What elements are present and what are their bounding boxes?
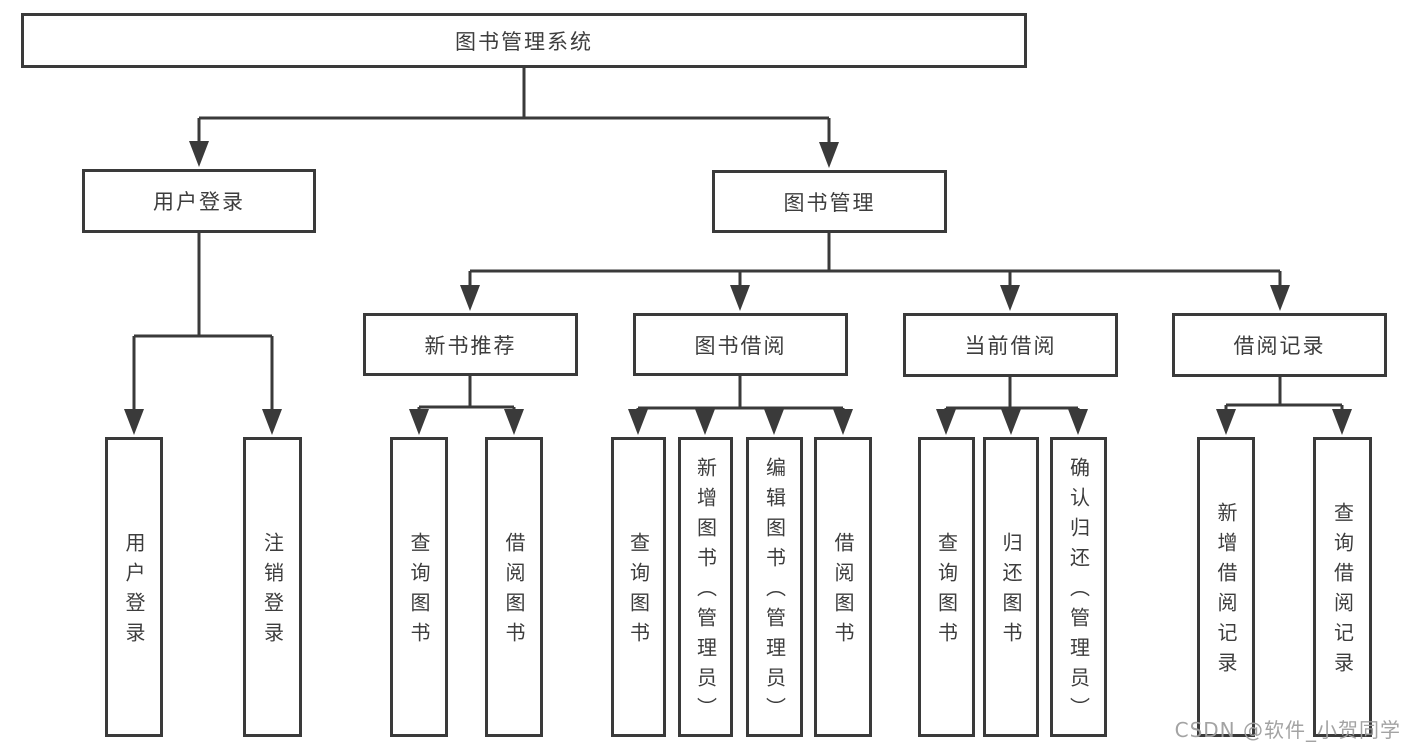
node-leaf-return-books-label: 归还图书	[999, 532, 1023, 652]
node-leaf-borrow-books-2-label: 借阅图书	[831, 532, 855, 652]
node-leaf-add-books-admin: 新增图书（管理员）	[678, 437, 733, 737]
node-leaf-user-login-label: 用户登录	[122, 532, 146, 652]
node-book-borrow: 图书借阅	[633, 313, 848, 376]
node-leaf-query-books-1-label: 查询图书	[407, 532, 431, 652]
node-new-book-recommend: 新书推荐	[363, 313, 578, 376]
node-leaf-query-books-2: 查询图书	[611, 437, 666, 737]
node-leaf-query-books-2-label: 查询图书	[626, 532, 651, 652]
node-leaf-edit-books-admin: 编辑图书（管理员）	[746, 437, 803, 737]
node-leaf-borrow-books-1: 借阅图书	[485, 437, 543, 737]
node-leaf-logout-label: 注销登录	[260, 532, 285, 652]
node-leaf-user-login: 用户登录	[105, 437, 163, 737]
node-borrow-records-label: 借阅记录	[1233, 334, 1326, 358]
node-book-management-label: 图书管理	[783, 190, 876, 215]
node-leaf-query-books-3-label: 查询图书	[934, 532, 959, 652]
node-user-login: 用户登录	[82, 169, 316, 233]
node-leaf-query-borrow-record-label: 查询借阅记录	[1330, 502, 1355, 682]
node-leaf-add-borrow-record-label: 新增借阅记录	[1214, 502, 1238, 682]
node-new-book-recommend-label: 新书推荐	[424, 333, 517, 358]
node-user-login-label: 用户登录	[153, 190, 245, 214]
node-leaf-confirm-return-admin-label: 确认归还（管理员）	[1066, 457, 1091, 727]
node-leaf-logout: 注销登录	[243, 437, 302, 737]
node-book-management: 图书管理	[712, 170, 947, 233]
node-current-borrow: 当前借阅	[903, 313, 1118, 377]
connector-arrowheads	[124, 141, 1352, 435]
node-library-system-label: 图书管理系统	[455, 29, 593, 54]
node-leaf-add-borrow-record: 新增借阅记录	[1197, 437, 1255, 737]
node-library-system: 图书管理系统	[21, 13, 1027, 68]
node-leaf-query-books-1: 查询图书	[390, 437, 448, 737]
node-borrow-records: 借阅记录	[1172, 313, 1387, 377]
node-leaf-query-borrow-record: 查询借阅记录	[1313, 437, 1372, 737]
node-leaf-add-books-admin-label: 新增图书（管理员）	[693, 457, 718, 727]
csdn-watermark: CSDN @软件_小贺同学	[1174, 718, 1401, 742]
node-current-borrow-label: 当前借阅	[964, 334, 1057, 358]
node-book-borrow-label: 图书借阅	[694, 333, 787, 358]
node-leaf-query-books-3: 查询图书	[918, 437, 975, 737]
node-leaf-borrow-books-2: 借阅图书	[814, 437, 872, 737]
node-leaf-return-books: 归还图书	[983, 437, 1039, 737]
node-leaf-borrow-books-1-label: 借阅图书	[502, 532, 526, 652]
node-leaf-confirm-return-admin: 确认归还（管理员）	[1050, 437, 1107, 737]
node-leaf-edit-books-admin-label: 编辑图书（管理员）	[762, 457, 787, 727]
